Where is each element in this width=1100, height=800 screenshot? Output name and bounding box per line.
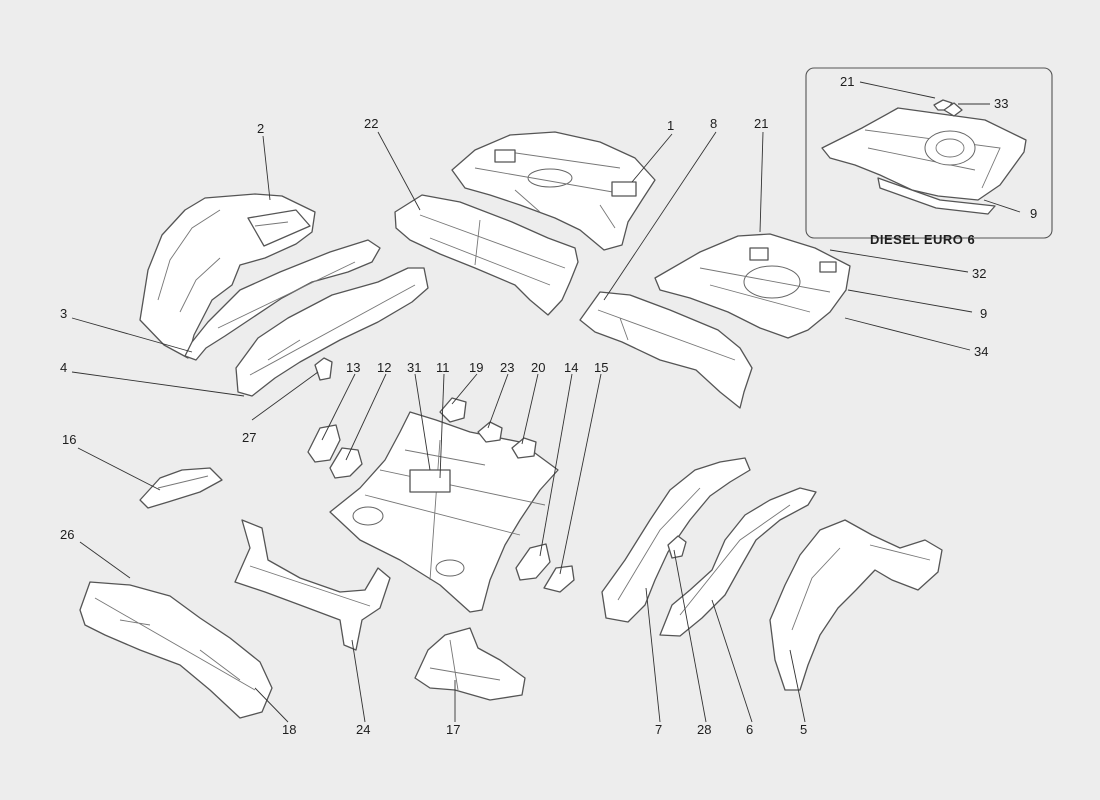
part-20-bracket [511,437,537,459]
part-24-cross-member [234,519,391,651]
label-12: 12 [377,360,391,375]
label-32: 32 [972,266,986,281]
part-9-spare-wheel-tub [654,233,851,339]
inset-spare-wheel-tub [821,99,1027,215]
inset-title: DIESEL EURO 6 [870,232,975,247]
part-13-bracket [307,424,341,463]
label-8: 8 [710,116,717,131]
label-9: 9 [980,306,987,321]
label-28: 28 [697,722,711,737]
inset-frame [805,67,1053,239]
label-33: 33 [994,96,1008,111]
label-34: 34 [974,344,988,359]
label-17: 17 [446,722,460,737]
part-16-bracket [139,467,223,509]
label-20: 20 [531,360,545,375]
label-9-inset: 9 [1030,206,1037,221]
part-27-clip [314,357,333,381]
label-21: 21 [754,116,768,131]
label-2: 2 [257,121,264,136]
label-1: 1 [667,118,674,133]
part-17-bracket [414,627,526,701]
label-5: 5 [800,722,807,737]
part-1-rear-shelf [451,131,656,251]
part-22-cross-member [394,194,579,316]
part-2-left-wheelhouse [139,193,316,359]
label-4: 4 [60,360,67,375]
label-13: 13 [346,360,360,375]
part-19-bracket [439,397,467,423]
part-5-right-wheelhouse [769,519,943,691]
label-26: 26 [60,527,74,542]
label-6: 6 [746,722,753,737]
label-7: 7 [655,722,662,737]
part-8-right-rail [579,291,753,409]
part-12-bracket [329,447,363,479]
part-15-bracket [543,565,575,593]
label-22: 22 [364,116,378,131]
label-21-inset: 21 [840,74,854,89]
label-11: 11 [436,360,450,375]
part-14-bracket [515,543,551,581]
part-3-left-rail [184,239,381,361]
part-28-clip [667,535,687,559]
label-18: 18 [282,722,296,737]
diesel-euro6-inset: DIESEL EURO 6 [805,67,1053,247]
part-number-labels: 1 2 3 4 5 6 7 8 9 9 11 12 13 14 15 16 17… [60,74,1037,737]
label-27: 27 [242,430,256,445]
part-11-rear-floor [329,411,559,613]
label-15: 15 [594,360,608,375]
label-24: 24 [356,722,370,737]
label-14: 14 [564,360,578,375]
part-23-bracket [477,421,503,443]
part-6-inner-panel [659,487,817,637]
label-19: 19 [469,360,483,375]
label-23: 23 [500,360,514,375]
label-16: 16 [62,432,76,447]
part-18-rear-panel [79,581,273,719]
part-4-left-longitudinal [235,267,429,397]
label-3: 3 [60,306,67,321]
leader-lines [71,81,1021,723]
label-31: 31 [407,360,421,375]
